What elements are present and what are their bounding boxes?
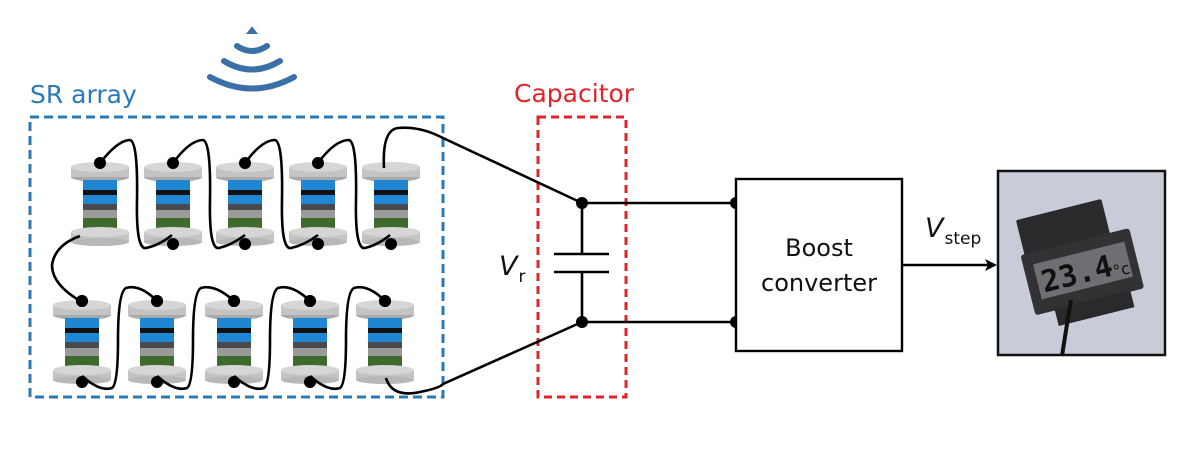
vr-label: Vr [499, 251, 525, 287]
sr-spool [281, 300, 339, 384]
terminal-dot [239, 238, 251, 250]
sr-spool [356, 300, 414, 384]
sr-spool [216, 162, 274, 246]
terminal-dot [76, 376, 88, 388]
wire-bot-2 [156, 286, 235, 391]
wire-bot-4 [309, 286, 386, 391]
node-dot [576, 316, 588, 328]
wire-top-1 [98, 138, 173, 250]
terminal-dot [312, 238, 324, 250]
boost-label-line2: converter [761, 269, 877, 297]
terminal-dot [228, 376, 240, 388]
array-wiring [50, 138, 391, 391]
arrow-head-icon [985, 259, 997, 271]
wire-bot-3 [233, 286, 311, 391]
capacitor-label: Capacitor [514, 79, 635, 108]
boost-label-line1: Boost [785, 234, 853, 262]
wire-top-2 [171, 138, 246, 250]
terminal-dot [385, 238, 397, 250]
wire-top-3 [243, 138, 319, 250]
sr-spool [289, 162, 347, 246]
sr-spool [71, 162, 129, 246]
thermometer-unit: °c [1111, 258, 1132, 280]
lead-top [382, 126, 583, 205]
sr-spool [128, 300, 186, 384]
node-dot [576, 197, 588, 209]
vstep-label: Vstep [925, 213, 981, 249]
sr-spool [205, 300, 263, 384]
capacitor-box [536, 115, 628, 399]
wire-top-4 [316, 138, 391, 250]
sr-spools [53, 157, 420, 388]
digital-thermometer-image: 23.4 °c [996, 169, 1167, 357]
wire-bot-1 [81, 286, 158, 391]
sr-spool [53, 300, 111, 384]
sr-array-label: SR array [30, 80, 137, 109]
boost-converter-block [734, 177, 904, 353]
terminal-dot [304, 376, 316, 388]
terminal-dot [151, 376, 163, 388]
sr-spool [362, 162, 420, 246]
wire-row-link [50, 234, 83, 304]
capacitor-symbol [554, 203, 609, 322]
sr-array-box [28, 115, 445, 399]
lead-bottom [384, 320, 583, 395]
sr-spool [144, 162, 202, 246]
terminal-dot [167, 238, 179, 250]
wireless-signal-icon [207, 26, 297, 92]
